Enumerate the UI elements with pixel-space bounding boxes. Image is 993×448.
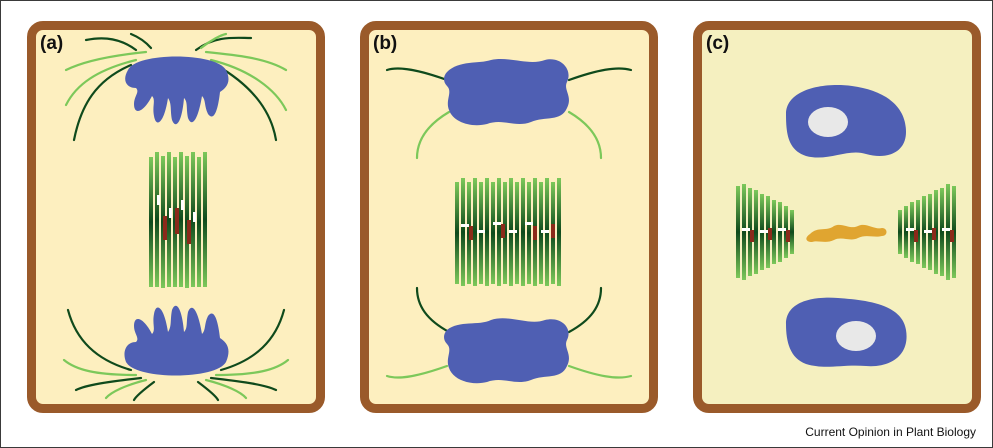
midzone-microtubules: [149, 152, 207, 288]
panel-b-drawing: [385, 59, 633, 384]
upper-spindle-fibers: [385, 67, 633, 160]
cell-plate: [806, 224, 887, 242]
right-phragmoplast: [898, 184, 956, 280]
lower-chromosome-mass: [124, 305, 229, 376]
lower-chromosome-mass: [444, 318, 569, 384]
panel-c-label: (c): [706, 33, 730, 54]
upper-chromosome-mass: [125, 56, 229, 125]
lower-nucleolus: [836, 321, 876, 351]
figure-credit: Current Opinion in Plant Biology: [805, 425, 976, 439]
midzone-microtubules: [455, 178, 561, 286]
panel-c-drawing: [736, 85, 956, 367]
panel-c-cytokinesis: (c): [693, 21, 981, 413]
panel-a-drawing: [62, 32, 290, 402]
panel-b-telophase: (b): [360, 21, 658, 413]
upper-chromosome-mass: [444, 59, 569, 126]
lower-spindle-fibers: [62, 308, 290, 402]
panel-a-anaphase: (a): [27, 21, 325, 413]
left-phragmoplast: [736, 184, 794, 280]
upper-spindle-fibers: [64, 32, 288, 142]
lower-spindle-fibers: [385, 286, 633, 379]
upper-nucleolus: [808, 107, 848, 137]
panel-b-label: (b): [373, 33, 398, 54]
panel-a-label: (a): [40, 33, 64, 54]
